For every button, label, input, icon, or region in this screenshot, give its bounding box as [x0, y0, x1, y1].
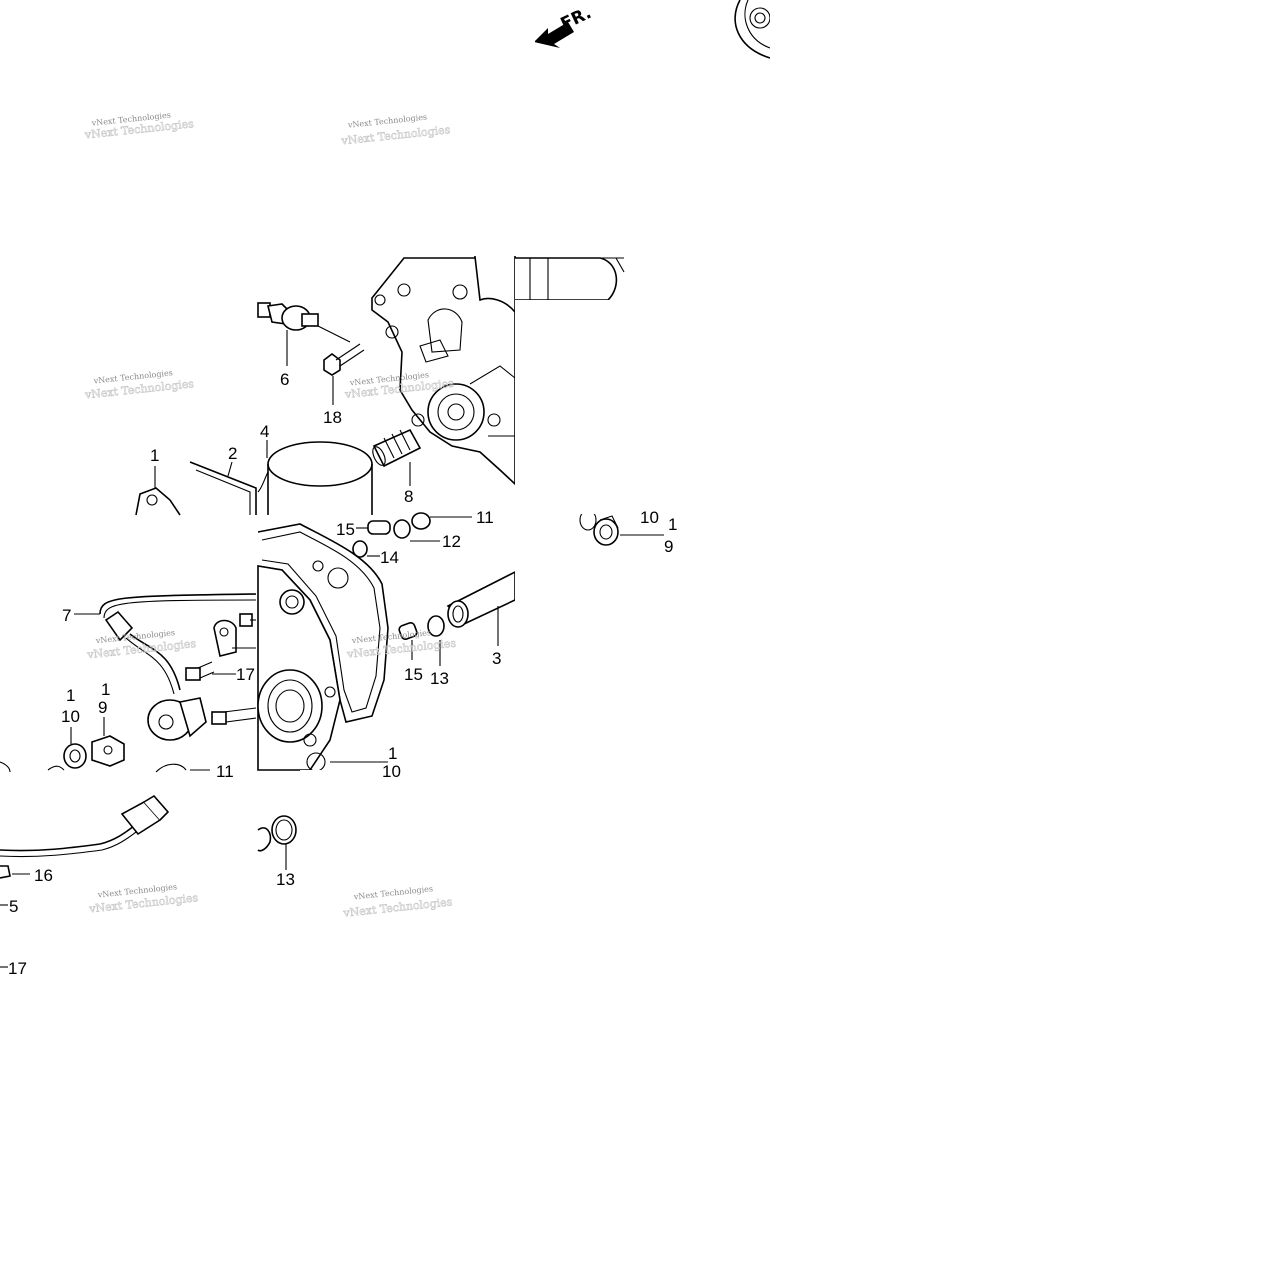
callout-8: 8 — [404, 487, 413, 506]
bolt-left-lower — [211, 707, 257, 725]
callout-18: 18 — [323, 408, 342, 427]
callout-10c: 10 — [382, 762, 401, 781]
dowel-pin — [356, 520, 391, 535]
callout-11b: 11 — [216, 762, 234, 781]
o-ring-bottom — [257, 815, 297, 870]
callout-7: 7 — [62, 606, 71, 625]
switch-lead-wire — [0, 794, 170, 968]
bolt-17-upper — [185, 661, 236, 681]
oil-filter-cartridge — [257, 440, 373, 515]
callout-labels: 6 18 4 8 1 2 15 11 12 14 10 1 9 7 17 1 1… — [8, 370, 677, 978]
callout-15a: 15 — [336, 520, 355, 539]
sealing-washer-left — [63, 727, 87, 769]
callout-1e: 1 — [388, 744, 397, 763]
watermark-5: vNext Technologies vNext Technologies — [85, 628, 197, 662]
callout-17b: 17 — [8, 959, 27, 978]
wheel-fragment — [734, 0, 771, 59]
neutral-switch-harness — [74, 593, 257, 695]
callout-14: 14 — [380, 548, 399, 567]
callout-17a: 17 — [236, 665, 255, 684]
crankcase-cover — [257, 565, 388, 772]
harness-clamp — [213, 619, 256, 657]
oil-pump-cover — [135, 466, 181, 516]
neutral-switch — [147, 697, 207, 741]
callout-12: 12 — [442, 532, 461, 551]
oil-pressure-switch — [257, 302, 351, 366]
callout-10b: 10 — [61, 707, 80, 726]
callout-1d: 1 — [101, 680, 110, 699]
bolt-left-upper — [239, 613, 256, 627]
callout-3: 3 — [492, 649, 501, 668]
callout-6: 6 — [280, 370, 289, 389]
o-ring-set-upper — [352, 512, 472, 558]
callout-9a: 9 — [664, 537, 673, 556]
flange-bolt — [323, 343, 365, 405]
dowel-pin-lower — [398, 622, 418, 660]
callout-1c: 1 — [66, 686, 75, 705]
callout-1a: 1 — [150, 446, 159, 465]
callout-10a: 10 — [640, 508, 659, 527]
callout-4: 4 — [260, 422, 269, 441]
oil-pipe — [427, 570, 516, 666]
callout-1b: 1 — [668, 515, 677, 534]
callout-9b: 9 — [98, 698, 107, 717]
front-direction-marker: FR. — [534, 3, 595, 48]
front-direction-label: FR. — [558, 3, 595, 34]
callout-15b: 15 — [404, 665, 423, 684]
watermark-7: vNext Technologies vNext Technologies — [87, 882, 199, 916]
callout-13a: 13 — [430, 669, 449, 688]
callout-16: 16 — [34, 866, 53, 885]
front-direction-arrow-icon — [534, 22, 574, 48]
callout-5: 5 — [9, 897, 18, 916]
sealing-bolt-left — [91, 717, 125, 767]
callout-13b: 13 — [276, 870, 295, 889]
cover-gasket — [189, 461, 257, 515]
callout-11a: 11 — [476, 508, 494, 527]
callout-2: 2 — [228, 444, 237, 463]
oil-strainer-screen — [372, 428, 422, 486]
lower-fragments — [0, 761, 210, 773]
